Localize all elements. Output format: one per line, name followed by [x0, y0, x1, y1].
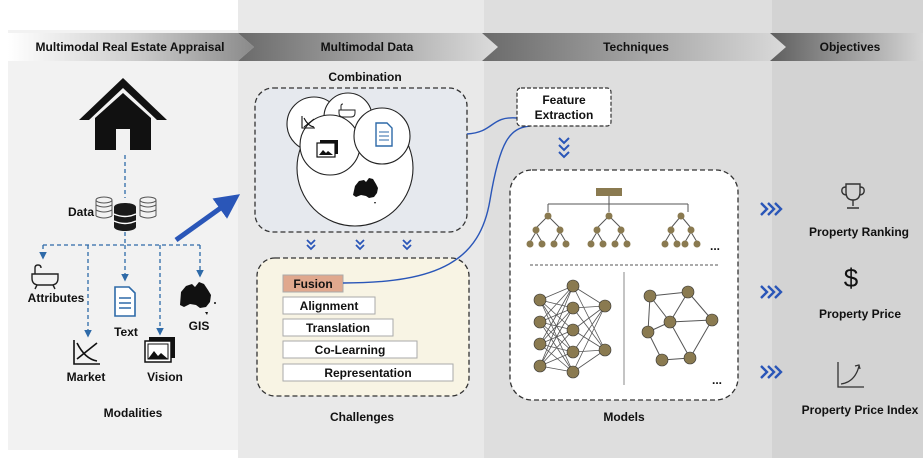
- challenge-representation: Representation: [324, 366, 411, 380]
- chevrons-icon: [760, 202, 783, 379]
- modalities-caption: Modalities: [104, 406, 163, 420]
- challenge-colearning-box: [282, 340, 418, 359]
- document-icon: [375, 122, 393, 147]
- header-band: [8, 33, 923, 61]
- australia-map-icon: [353, 178, 378, 204]
- attributes-label: Attributes: [28, 291, 85, 305]
- bathtub-icon: [338, 103, 356, 118]
- tree-models-icon: [529, 188, 698, 243]
- chevrons-icon: [558, 137, 570, 159]
- trophy-icon: [841, 183, 865, 209]
- database-icon: [113, 203, 137, 231]
- header-multimodal-data: Multimodal Data: [321, 40, 414, 54]
- bathtub-icon: [31, 264, 59, 290]
- database-icon: [95, 196, 157, 219]
- chevrons-icon: [306, 239, 412, 251]
- header-techniques: Techniques: [603, 40, 669, 54]
- house-icon: [79, 78, 167, 150]
- models-caption: Models: [603, 410, 645, 424]
- australia-map-icon: [180, 282, 216, 315]
- tree-nodes: [526, 212, 701, 248]
- combination-title: Combination: [328, 70, 401, 84]
- data-label: Data: [68, 205, 94, 219]
- growth-chart-icon: [837, 362, 864, 388]
- header-appraisal: Multimodal Real Estate Appraisal: [36, 40, 225, 54]
- header-objectives: Objectives: [820, 40, 881, 54]
- objective-ranking: Property Ranking: [809, 225, 909, 239]
- challenge-representation-box: [282, 363, 454, 382]
- chart-icon: [73, 340, 100, 365]
- challenge-alignment-box: [282, 296, 376, 315]
- objective-price: Property Price: [819, 307, 901, 321]
- photos-icon: [316, 140, 338, 158]
- challenge-translation: Translation: [306, 321, 370, 335]
- challenge-fusion: Fusion: [293, 277, 332, 291]
- graphs-ellipsis: ...: [712, 373, 722, 387]
- modality-connectors: [39, 155, 204, 338]
- trees-ellipsis: ...: [710, 239, 720, 253]
- combination-to-feature-curve: [466, 117, 518, 135]
- gis-label: GIS: [189, 319, 210, 333]
- objective-price-index: Property Price Index: [802, 403, 919, 417]
- graph-nodes: [641, 285, 719, 367]
- to-data-arrow: [174, 194, 241, 243]
- text-label: Text: [114, 325, 138, 339]
- graph-network-icon: [647, 291, 713, 361]
- challenge-alignment: Alignment: [300, 299, 359, 313]
- challenge-translation-box: [282, 318, 394, 337]
- feature-extraction-line2: Extraction: [535, 108, 594, 122]
- challenge-colearning: Co-Learning: [315, 343, 386, 357]
- fusion-to-feature-curve: [342, 125, 531, 284]
- challenges-caption: Challenges: [330, 410, 394, 424]
- dollar-icon: $: [844, 263, 859, 293]
- photos-icon: [144, 337, 175, 363]
- feature-extraction-box: [516, 87, 612, 127]
- feature-extraction-line1: Feature: [542, 93, 586, 107]
- vision-label: Vision: [147, 370, 183, 384]
- document-icon: [114, 286, 136, 317]
- market-label: Market: [67, 370, 106, 384]
- neural-nodes: [533, 279, 612, 379]
- neural-network-icon: [539, 285, 606, 373]
- chart-icon: [301, 116, 315, 129]
